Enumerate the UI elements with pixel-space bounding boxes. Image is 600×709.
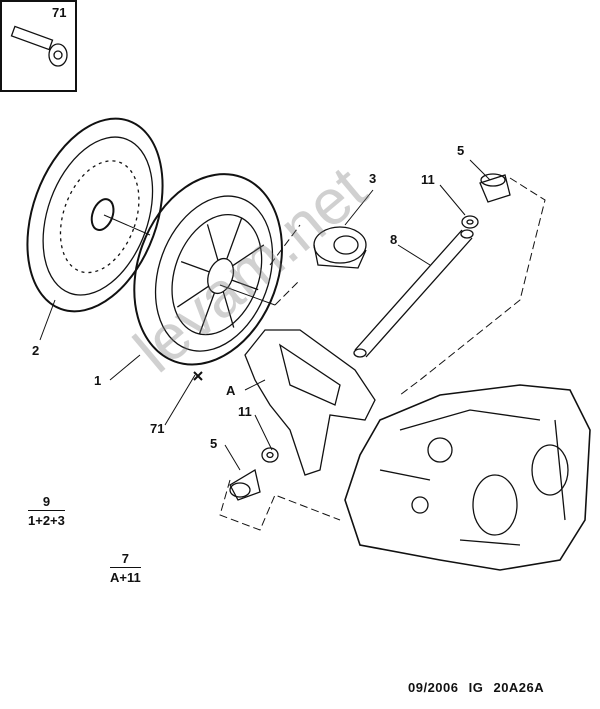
callout-bolt[interactable]: 71 [150,421,165,436]
diagram-footer: 09/2006 IG 20A26A [408,680,544,695]
callout-bush-bottom[interactable]: 5 [210,436,218,451]
set-contents: A+11 [110,570,141,585]
set-9[interactable]: 9 1+2+3 [28,494,65,528]
gearbox-housing [344,384,591,571]
callout-pressure-plate[interactable]: 1 [94,373,102,388]
footer-code: IG 20A26A [468,680,545,695]
callout-bush-top[interactable]: 5 [457,143,465,158]
callout-fork[interactable]: A [226,383,236,398]
inset-frame [0,0,77,92]
callout-bearing[interactable]: 3 [369,171,377,186]
callout-disc[interactable]: 2 [32,343,40,358]
callout-ring-bottom[interactable]: 11 [238,404,252,419]
footer-date: 09/2006 [408,680,459,695]
bush-top [479,173,511,203]
bolt-icon [10,25,68,67]
guide-shaft [353,229,474,358]
set-ref: 9 [28,494,65,511]
release-bearing [313,226,367,269]
inset-ref-label: 71 [52,5,67,20]
set-7[interactable]: 7 A+11 [110,551,141,585]
bush-bottom [229,468,261,501]
pressure-plate [133,173,283,366]
bolt-marker [193,371,203,381]
set-ref: 7 [110,551,141,568]
release-fork [244,329,376,476]
ring-top [461,215,479,229]
callout-ring-top[interactable]: 11 [421,172,435,187]
callout-shaft[interactable]: 8 [390,232,398,247]
ring-bottom [261,447,279,463]
set-contents: 1+2+3 [28,513,65,528]
